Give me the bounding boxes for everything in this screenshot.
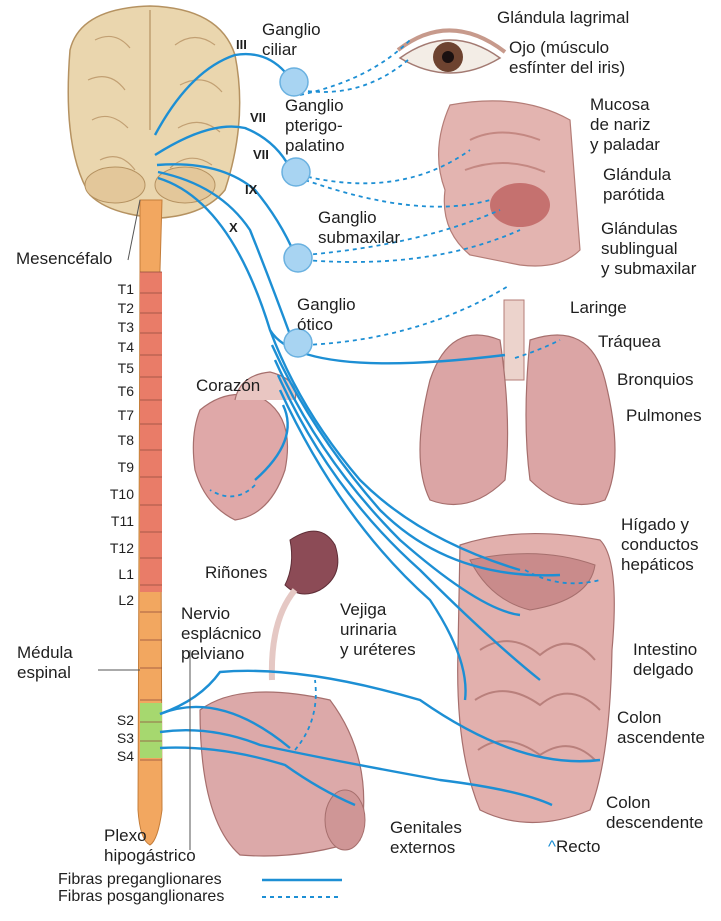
organ-label-bronchi: Bronquios <box>617 370 694 390</box>
nerve-label-IX: IX <box>245 180 257 200</box>
rectum-marker: ^ <box>548 837 556 856</box>
segment-label: T2 <box>94 300 134 316</box>
segment-label: T6 <box>94 383 134 399</box>
organ-label-kidneys: Riñones <box>205 563 267 583</box>
nerve-label-III: III <box>236 35 247 55</box>
organ-label-heart: Corazón <box>196 376 260 396</box>
organ-label-trachea: Tráquea <box>598 332 661 352</box>
segment-label: T10 <box>94 486 134 502</box>
legend-postganglionic: Fibras posganglionares <box>58 888 224 906</box>
legend-preganglionic: Fibras preganglionares <box>58 871 222 889</box>
segment-label: T8 <box>94 432 134 448</box>
segment-label: T7 <box>94 407 134 423</box>
segment-label: T1 <box>94 281 134 297</box>
pelvis-illustration <box>200 692 365 856</box>
segment-label: S2 <box>94 712 134 728</box>
segment-label: L2 <box>94 592 134 608</box>
organ-label-lungs: Pulmones <box>626 406 702 426</box>
ganglion-pterigopalatino <box>282 158 310 186</box>
segment-label: T9 <box>94 459 134 475</box>
ganglion-submaxilar <box>284 244 312 272</box>
segment-label: T5 <box>94 360 134 376</box>
organ-label-rectum: ^Recto <box>548 837 600 857</box>
segment-label: T3 <box>94 319 134 335</box>
segment-label: T11 <box>94 513 134 529</box>
segment-label: S3 <box>94 730 134 746</box>
nerve-label-VII: VII <box>250 108 266 128</box>
brain-illustration <box>68 6 239 218</box>
kidney-illustration <box>272 531 338 680</box>
lungs-illustration <box>420 300 615 505</box>
segment-label: S4 <box>94 748 134 764</box>
ganglion-ciliar <box>280 68 308 96</box>
segment-label: T12 <box>94 540 134 556</box>
segment-label: T4 <box>94 339 134 355</box>
eye-illustration <box>398 30 505 73</box>
nerve-label-X: X <box>229 218 238 238</box>
label-midbrain: Mesencéfalo <box>16 249 112 269</box>
organ-label-lacrimal: Glándula lagrimal <box>497 8 629 28</box>
spinal-cord-illustration <box>138 200 162 845</box>
segment-label: L1 <box>94 566 134 582</box>
nerve-label-VII-b: VII <box>253 145 269 165</box>
head-section-illustration <box>439 101 580 266</box>
organ-label-larynx: Laringe <box>570 298 627 318</box>
